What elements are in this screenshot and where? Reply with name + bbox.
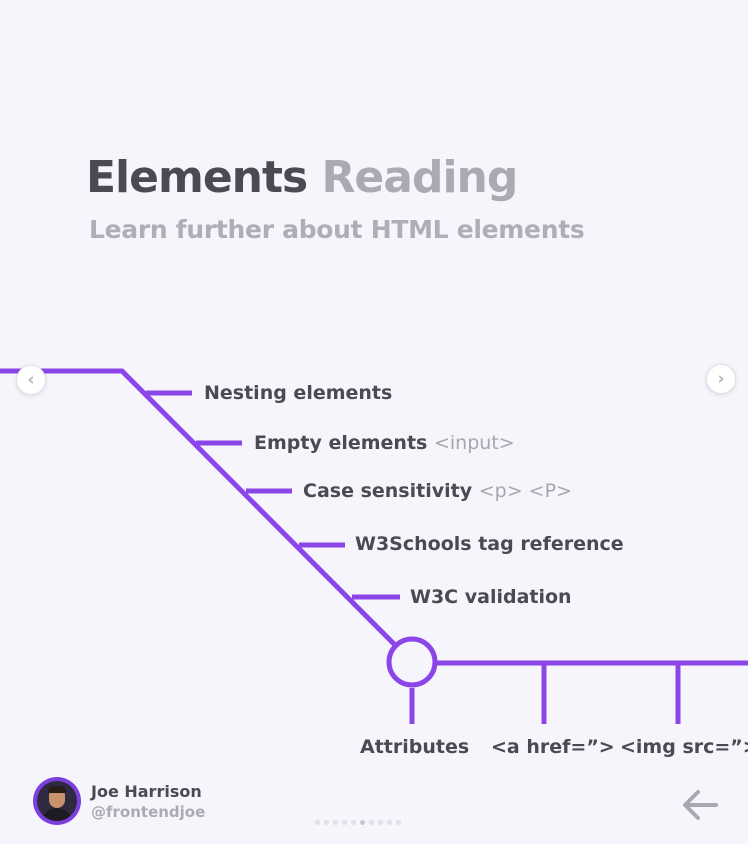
img-src-label: <img src=”> <box>620 736 748 758</box>
route-item-label: W3C validation <box>410 586 572 608</box>
route-item-hint: <p> <P> <box>478 480 572 502</box>
author-name[interactable]: Joe Harrison <box>91 782 202 801</box>
pagination-dot[interactable] <box>324 820 329 825</box>
route-item-label: Case sensitivity <box>303 480 473 502</box>
pagination-dot[interactable] <box>315 820 320 825</box>
pagination-dots <box>315 820 401 825</box>
title-primary: Elements <box>86 152 308 203</box>
pagination-dot[interactable] <box>378 820 383 825</box>
route-line <box>0 368 400 650</box>
route-item-case-sensitivity: Case sensitivity <p> <P> <box>303 479 572 503</box>
route-item-w3c-validation: W3C validation <box>410 585 572 609</box>
route-item-label: Empty elements <box>254 432 428 454</box>
attributes-label: Attributes <box>360 736 470 758</box>
pagination-dot[interactable] <box>369 820 374 825</box>
route-item-w3schools: W3Schools tag reference <box>355 532 624 556</box>
href-label: <a href=”> <box>491 736 615 758</box>
author-handle[interactable]: @frontendjoe <box>91 803 206 821</box>
next-slide-button[interactable]: › <box>706 364 736 394</box>
avatar-photo <box>37 781 77 821</box>
previous-slide-button[interactable]: ‹ <box>16 365 46 395</box>
avatar[interactable] <box>33 777 81 825</box>
route-item-label: W3Schools tag reference <box>355 533 624 555</box>
pagination-dot[interactable] <box>351 820 356 825</box>
pagination-dot[interactable] <box>387 820 392 825</box>
pagination-dot[interactable] <box>333 820 338 825</box>
page-subtitle: Learn further about HTML elements <box>89 215 585 244</box>
route-item-hint: <input> <box>433 432 515 454</box>
route-node <box>386 636 438 688</box>
pagination-dot[interactable] <box>396 820 401 825</box>
chevron-right-icon: › <box>717 368 725 389</box>
route-item-empty-elements: Empty elements <input> <box>254 431 515 455</box>
chevron-left-icon: ‹ <box>27 369 35 390</box>
page-title: Elements Reading <box>86 150 519 206</box>
pagination-dot[interactable] <box>360 820 365 825</box>
route-item-label: Nesting elements <box>204 382 393 404</box>
arrow-left-icon[interactable] <box>678 783 722 827</box>
pagination-dot[interactable] <box>342 820 347 825</box>
title-secondary: Reading <box>321 152 519 203</box>
route-item-nesting: Nesting elements <box>204 381 392 405</box>
